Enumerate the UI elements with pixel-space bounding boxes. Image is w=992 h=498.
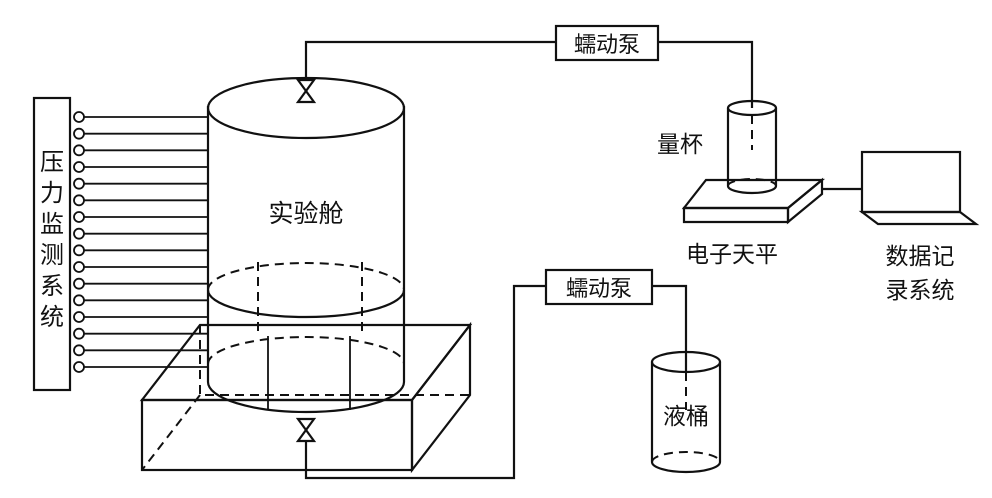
pump-bottom-label: 蠕动泵 (566, 277, 632, 302)
tray-side-face (410, 321, 472, 474)
top-pump-assembly: 蠕动泵 (295, 24, 754, 108)
tray-hidden-edge (141, 394, 201, 471)
balance-side (786, 177, 824, 225)
bottom-valve-icon (295, 417, 317, 432)
balance-front (682, 206, 790, 224)
peristaltic-pump-top (554, 24, 660, 62)
inner-ellipse-back (207, 262, 405, 291)
data-system-label-line2: 录系统 (886, 278, 955, 304)
pressure-label-char: 监 (40, 210, 64, 238)
sensor-connector (73, 111, 85, 123)
pipe-chamber-to-pump (304, 40, 556, 90)
laptop-keyboard (858, 210, 980, 226)
top-valve-icon (295, 89, 317, 104)
sensor-connector (73, 244, 85, 257)
base-tray (139, 321, 473, 474)
data-system-label-line1: 数据记 (886, 244, 955, 270)
top-valve-icon (295, 78, 317, 93)
data-recording-system: 数据记 录系统 (858, 150, 980, 304)
sensor-connector (73, 261, 85, 273)
peristaltic-pump-bottom (544, 268, 654, 306)
bottom-valve-icon (295, 428, 317, 443)
sensor-connector (73, 344, 85, 357)
pressure-label-char: 测 (40, 241, 64, 269)
pressure-sensor-lines (73, 111, 208, 373)
sensor-connector (73, 211, 85, 223)
pressure-monitor-box (32, 96, 72, 392)
bucket-label: 液桶 (663, 404, 709, 430)
sensor-connector (73, 144, 85, 157)
pipe-chamber-to-bottom-pump (304, 284, 546, 480)
cup-label: 量杯 (657, 132, 703, 158)
pipe-pump-to-bucket (652, 284, 688, 372)
pressure-label-char: 力 (40, 179, 64, 207)
pressure-label-char: 系 (40, 272, 64, 300)
sensor-connector (73, 311, 85, 323)
cup-bottom (726, 185, 778, 195)
sensor-connector (73, 227, 85, 240)
bottom-ellipse-back (207, 336, 405, 365)
measuring-cup: 量杯 (657, 99, 778, 195)
experiment-chamber: 实验舱 (206, 76, 406, 414)
sensor-connector (73, 277, 85, 290)
sensor-connector (73, 327, 85, 340)
pressure-label-char: 压 (40, 148, 64, 176)
sensor-connector (73, 361, 85, 373)
sensor-connector (73, 177, 85, 190)
sensor-connector (73, 194, 85, 207)
inner-ellipse-front (206, 289, 406, 319)
bucket-bottom (650, 461, 722, 474)
pressure-label-char: 统 (40, 303, 64, 331)
electronic-balance: 电子天平 (681, 177, 826, 268)
chamber-bottom (206, 381, 406, 414)
sensor-connector (73, 127, 85, 140)
liquid-bucket: 液桶 (650, 350, 722, 474)
laptop-screen (860, 150, 962, 214)
sensor-connector (73, 161, 85, 173)
sensor-connector (73, 294, 85, 307)
tray-hidden-edge (199, 325, 470, 396)
bucket-bottom-hidden (651, 451, 721, 463)
bottom-pump-assembly: 蠕动泵 (295, 268, 688, 480)
pump-top-label: 蠕动泵 (574, 33, 640, 58)
balance-label: 电子天平 (686, 242, 778, 268)
pipe-pump-to-cup (658, 40, 754, 108)
cup-bottom-hidden (727, 178, 777, 187)
chamber-label: 实验舱 (268, 199, 343, 228)
